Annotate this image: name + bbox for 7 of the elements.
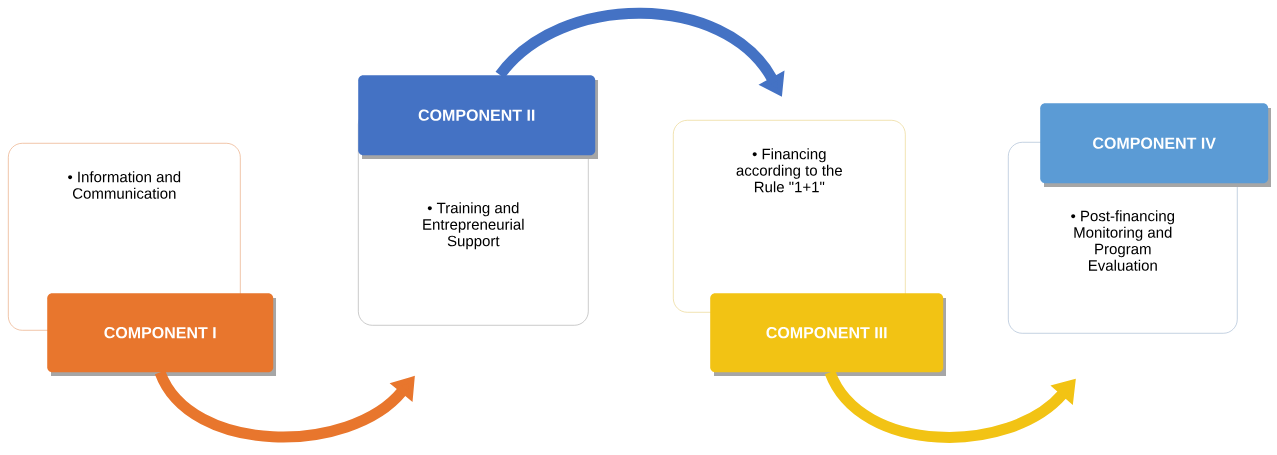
component-header: COMPONENT III — [710, 293, 946, 376]
curved-arrow — [155, 369, 415, 443]
text-box: • Financing according to the Rule "1+1" — [673, 120, 906, 313]
component-header: COMPONENT I — [47, 293, 276, 376]
component-header: COMPONENT II — [358, 75, 598, 159]
curved-arrow — [825, 369, 1076, 443]
component-header: COMPONENT IV — [1040, 103, 1271, 187]
